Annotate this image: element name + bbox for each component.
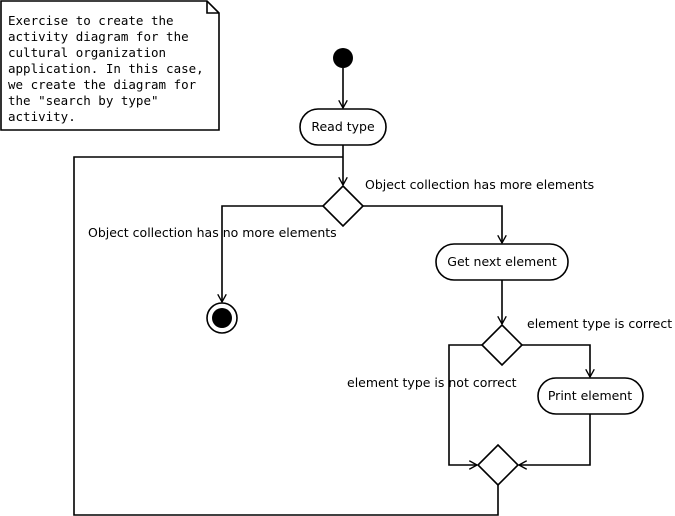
note-line-1: Exercise to create the [8, 13, 174, 28]
print-element-label: Print element [548, 388, 632, 403]
note-line-3: cultural organization [8, 45, 166, 60]
get-next-element-label: Get next element [447, 254, 557, 269]
edge-no-more-to-end [222, 205, 323, 302]
note-line-6: the "search by type" [8, 93, 159, 108]
start-node [333, 48, 353, 68]
note-line-7: activity. [8, 109, 76, 124]
end-node [206, 302, 238, 334]
decision-collection [321, 184, 365, 228]
action-get-next-element: Get next element [435, 243, 569, 281]
note-line-2: activity diagram for the [8, 29, 189, 44]
guard-has-more: Object collection has more elements [365, 177, 594, 192]
guard-type-correct: element type is correct [527, 316, 672, 331]
edge-print-to-merge [519, 414, 591, 465]
merge-node [476, 443, 520, 487]
edge-more-to-get-next [363, 205, 502, 243]
note: Exercise to create the activity diagram … [0, 0, 220, 131]
decision-element-type [480, 323, 524, 367]
action-print-element: Print element [537, 377, 644, 415]
note-line-4: application. In this case, [8, 61, 204, 76]
guard-no-more: Object collection has no more elements [88, 225, 337, 240]
edge-correct-to-print [522, 344, 590, 377]
read-type-label: Read type [311, 119, 375, 134]
note-line-5: we create the diagram for [8, 77, 197, 92]
edge-not-correct-to-merge [448, 344, 482, 465]
action-read-type: Read type [299, 108, 387, 146]
edge-loop-back [73, 156, 499, 516]
guard-type-not-correct: element type is not correct [347, 375, 517, 390]
